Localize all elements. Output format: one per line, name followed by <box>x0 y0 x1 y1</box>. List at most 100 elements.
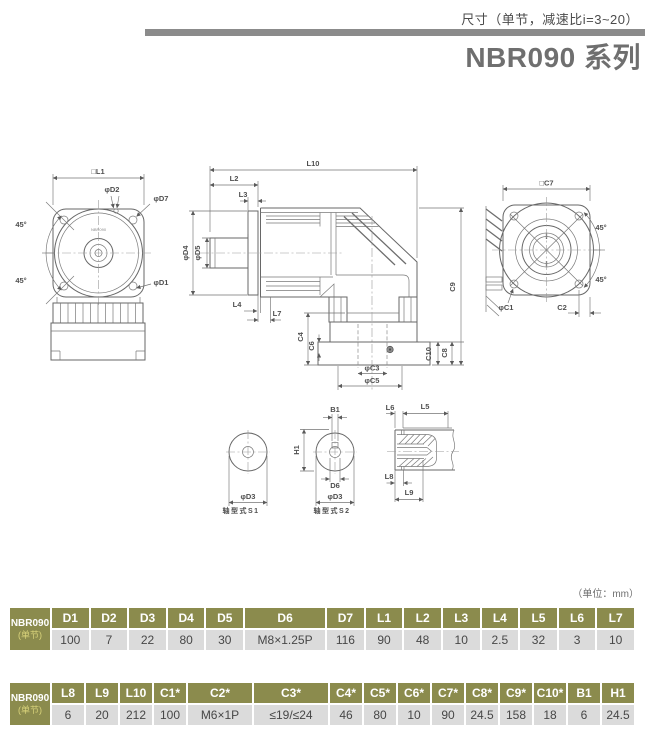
dim-l10: L10 <box>307 159 320 168</box>
col-header: L1 <box>365 608 403 628</box>
table-row-label: NBR090 (单节) <box>10 683 50 725</box>
value-cell: 6 <box>52 705 84 725</box>
dim-d2: φD2 <box>105 185 120 194</box>
caption-s1: 轴型式S1 <box>222 506 259 515</box>
dim-angle-3: 45° <box>595 223 606 232</box>
title-rule <box>145 29 645 36</box>
dim-l2: L2 <box>230 174 239 183</box>
value-cell: 6 <box>568 705 600 725</box>
dim-angle-4: 45° <box>595 275 606 284</box>
dim-c5: φC5 <box>365 376 380 385</box>
col-header: D5 <box>206 608 244 628</box>
dim-h1: H1 <box>292 445 301 455</box>
dim-l6: L6 <box>386 403 395 412</box>
dim-angle-1: 45° <box>15 220 26 229</box>
col-header: D6 <box>245 608 326 628</box>
dim-l9: L9 <box>405 488 414 497</box>
col-header: H1 <box>602 683 634 703</box>
col-header: C9* <box>500 683 532 703</box>
value-cell: 18 <box>534 705 566 725</box>
shaft-section-s1: φD3 轴型式S1 <box>222 430 270 515</box>
value-cell: 32 <box>520 630 557 650</box>
dim-l7: L7 <box>273 309 282 318</box>
dim-c8: C8 <box>440 348 449 358</box>
value-cell: 20 <box>86 705 118 725</box>
shaft-section-s2: B1 H1 D6 φD3 轴型式S2 <box>292 405 357 515</box>
value-cell: 24.5 <box>466 705 498 725</box>
dim-d4: φD4 <box>181 245 190 261</box>
value-cell: 7 <box>90 630 128 650</box>
col-header: C2* <box>188 683 252 703</box>
dim-l4: L4 <box>233 300 243 309</box>
col-header: C7* <box>432 683 464 703</box>
dim-c2: C2 <box>557 303 567 312</box>
value-cell: 100 <box>154 705 186 725</box>
col-header: C3* <box>254 683 328 703</box>
page-subtitle: 尺寸（单节，减速比i=3~20） <box>461 12 639 27</box>
dim-d5: φD5 <box>193 246 202 261</box>
dim-c10: C10 <box>424 347 433 361</box>
dim-angle-2: 45° <box>15 276 26 285</box>
value-cell: 2.5 <box>481 630 519 650</box>
page-title: NBR090 系列 <box>465 42 641 73</box>
col-header: B1 <box>568 683 600 703</box>
dim-b1: B1 <box>330 405 340 414</box>
value-cell: 48 <box>404 630 441 650</box>
col-header: C1* <box>154 683 186 703</box>
col-header: C10* <box>534 683 566 703</box>
value-cell: 80 <box>364 705 396 725</box>
value-cell: 46 <box>330 705 362 725</box>
col-header: C6* <box>398 683 430 703</box>
value-cell: 80 <box>167 630 205 650</box>
hub-marking: NBR090 <box>91 227 107 232</box>
dim-l1: □L1 <box>91 167 104 176</box>
dim-l5: L5 <box>421 402 430 411</box>
col-header: C8* <box>466 683 498 703</box>
col-header: D2 <box>90 608 128 628</box>
value-cell: 158 <box>500 705 532 725</box>
col-header: L3 <box>442 608 480 628</box>
value-cell: 90 <box>365 630 403 650</box>
col-header: D3 <box>129 608 166 628</box>
side-view: L10 L2 L3 φD4 φD5 L4 L7 C4 <box>181 159 464 392</box>
value-cell: 100 <box>52 630 89 650</box>
col-header: L8 <box>52 683 84 703</box>
dim-d7: φD7 <box>154 194 169 203</box>
col-header: L6 <box>558 608 596 628</box>
col-header: C5* <box>364 683 396 703</box>
value-cell: 24.5 <box>602 705 634 725</box>
caption-s2: 轴型式S2 <box>313 506 350 515</box>
value-cell: 10 <box>442 630 480 650</box>
col-header: C4* <box>330 683 362 703</box>
dimension-table-1: NBR090 (单节) D1 D2 D3 D4 D5 D6 D7 L1 L2 L… <box>8 606 636 652</box>
value-cell: ≤19/≤24 <box>254 705 328 725</box>
dim-d6: D6 <box>330 481 340 490</box>
col-header: L5 <box>520 608 557 628</box>
col-header: L9 <box>86 683 118 703</box>
dimension-table-2: NBR090 (单节) L8 L9 L10 C1* C2* C3* C4* C5… <box>8 681 636 727</box>
dim-c1: φC1 <box>499 303 514 312</box>
value-cell: 30 <box>206 630 244 650</box>
dim-c6: C6 <box>307 341 316 351</box>
value-cell: 3 <box>558 630 596 650</box>
value-cell: 22 <box>129 630 166 650</box>
rear-view: 45° 45° □C7 φC1 C2 <box>485 179 607 317</box>
col-header: D4 <box>167 608 205 628</box>
col-header: L4 <box>481 608 519 628</box>
value-cell: 116 <box>327 630 364 650</box>
col-header: D1 <box>52 608 89 628</box>
value-cell: 10 <box>398 705 430 725</box>
value-cell: M8×1.25P <box>245 630 326 650</box>
dim-c3: φC3 <box>365 364 380 373</box>
col-header: L2 <box>404 608 441 628</box>
dim-c7: □C7 <box>539 179 553 188</box>
dim-d3-s1: φD3 <box>241 492 256 501</box>
col-header: L10 <box>120 683 152 703</box>
table-row-label: NBR090 (单节) <box>10 608 51 650</box>
col-header: D7 <box>327 608 364 628</box>
col-header: L7 <box>597 608 634 628</box>
value-cell: 10 <box>597 630 634 650</box>
dim-l3: L3 <box>239 190 248 199</box>
value-cell: M6×1P <box>188 705 252 725</box>
